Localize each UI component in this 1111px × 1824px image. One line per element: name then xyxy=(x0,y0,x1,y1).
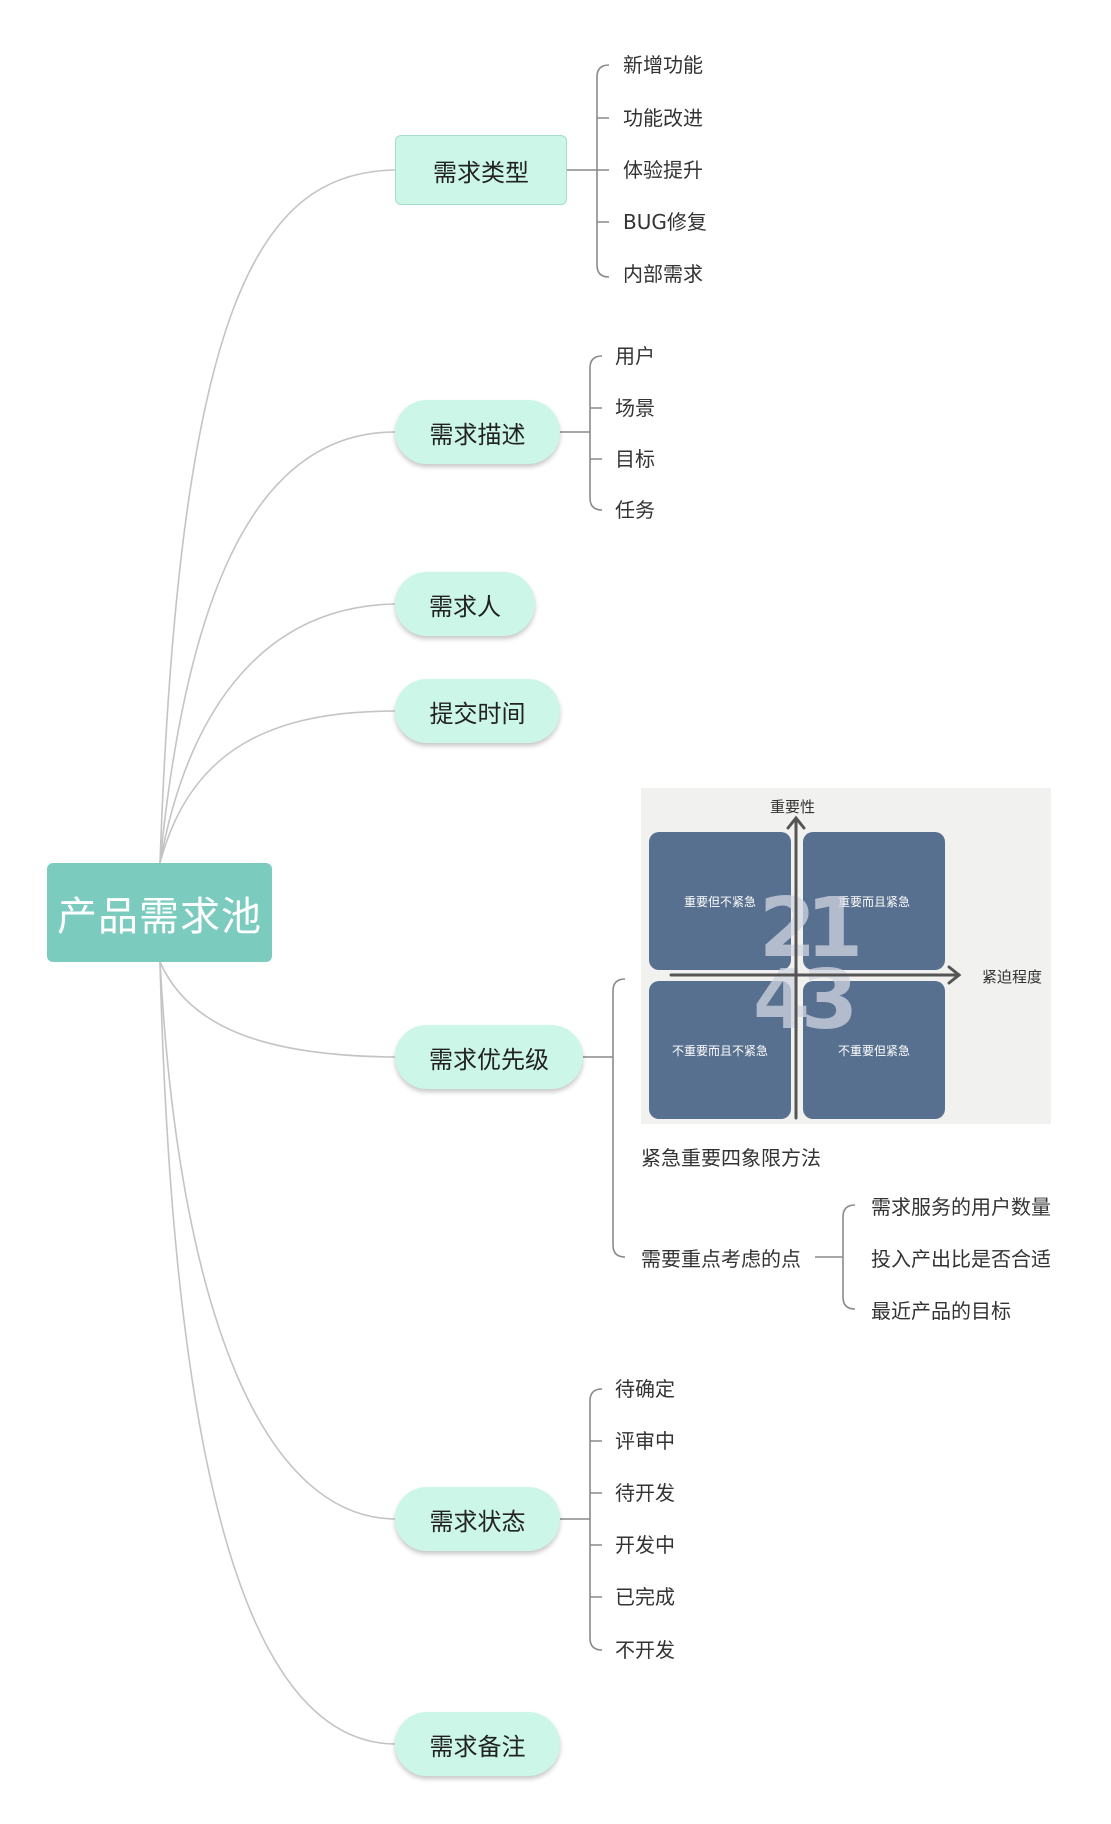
leaf-product-goal[interactable]: 最近产品的目标 xyxy=(871,1299,1011,1323)
leaf-goal[interactable]: 目标 xyxy=(615,447,655,471)
leaf-status-not-develop[interactable]: 不开发 xyxy=(615,1638,675,1662)
leaf-scenario[interactable]: 场景 xyxy=(615,396,655,420)
quadrant-number-4: 4 xyxy=(753,953,811,1048)
quadrant-not-important-not-urgent: 不重要而且不紧急 xyxy=(649,981,791,1119)
leaf-user[interactable]: 用户 xyxy=(615,344,655,368)
matrix-axes xyxy=(669,815,962,1120)
quadrant-important-urgent: 重要而且紧急 xyxy=(803,832,945,970)
branch-label: 需求状态 xyxy=(429,1507,526,1536)
quadrant-number-3: 3 xyxy=(801,953,859,1048)
leaf-key-considerations[interactable]: 需要重点考虑的点 xyxy=(641,1247,801,1271)
branch-label: 需求描述 xyxy=(429,420,526,449)
branch-label: 提交时间 xyxy=(429,699,526,728)
root-topic[interactable]: 产品需求池 xyxy=(47,863,272,962)
quadrant-not-important-urgent: 不重要但紧急 xyxy=(803,981,945,1119)
leaf-status-developing[interactable]: 开发中 xyxy=(615,1533,675,1557)
leaf-internal-requirement[interactable]: 内部需求 xyxy=(623,262,703,286)
branch-label: 需求备注 xyxy=(429,1732,526,1761)
leaf-task[interactable]: 任务 xyxy=(615,498,655,522)
branch-requirement-priority[interactable]: 需求优先级 xyxy=(395,1025,583,1089)
y-axis-label: 重要性 xyxy=(770,798,816,816)
branch-requester[interactable]: 需求人 xyxy=(395,572,535,636)
quadrant-important-not-urgent: 重要但不紧急 xyxy=(649,832,791,970)
matrix-caption[interactable]: 紧急重要四象限方法 xyxy=(641,1146,821,1170)
x-axis-label: 紧迫程度 xyxy=(982,968,1043,986)
quadrant-number-1: 1 xyxy=(806,881,864,976)
branch-label: 需求类型 xyxy=(433,158,529,187)
branch-label: 需求优先级 xyxy=(429,1045,549,1074)
leaf-status-pending[interactable]: 待确定 xyxy=(615,1377,675,1401)
branch-requirement-status[interactable]: 需求状态 xyxy=(395,1487,560,1551)
branch-label: 需求人 xyxy=(429,592,501,621)
branch-requirement-notes[interactable]: 需求备注 xyxy=(395,1712,560,1776)
branch-submit-time[interactable]: 提交时间 xyxy=(395,679,560,743)
leaf-roi[interactable]: 投入产出比是否合适 xyxy=(871,1247,1051,1271)
branch-requirement-type[interactable]: 需求类型 xyxy=(395,135,567,205)
leaf-feature-improvement[interactable]: 功能改进 xyxy=(623,106,703,130)
leaf-experience-upgrade[interactable]: 体验提升 xyxy=(623,158,703,182)
leaf-status-completed[interactable]: 已完成 xyxy=(615,1585,675,1609)
priority-matrix-image: 重要但不紧急 重要而且紧急 不重要而且不紧急 不重要但紧急 2 1 4 3 重要… xyxy=(641,788,1051,1124)
leaf-user-count[interactable]: 需求服务的用户数量 xyxy=(871,1195,1051,1219)
leaf-status-to-develop[interactable]: 待开发 xyxy=(615,1481,675,1505)
quadrant-number-2: 2 xyxy=(759,881,817,976)
leaf-new-feature[interactable]: 新增功能 xyxy=(623,53,703,77)
leaf-bug-fix[interactable]: BUG修复 xyxy=(623,210,707,234)
branch-requirement-description[interactable]: 需求描述 xyxy=(395,400,560,464)
leaf-status-reviewing[interactable]: 评审中 xyxy=(615,1429,675,1453)
